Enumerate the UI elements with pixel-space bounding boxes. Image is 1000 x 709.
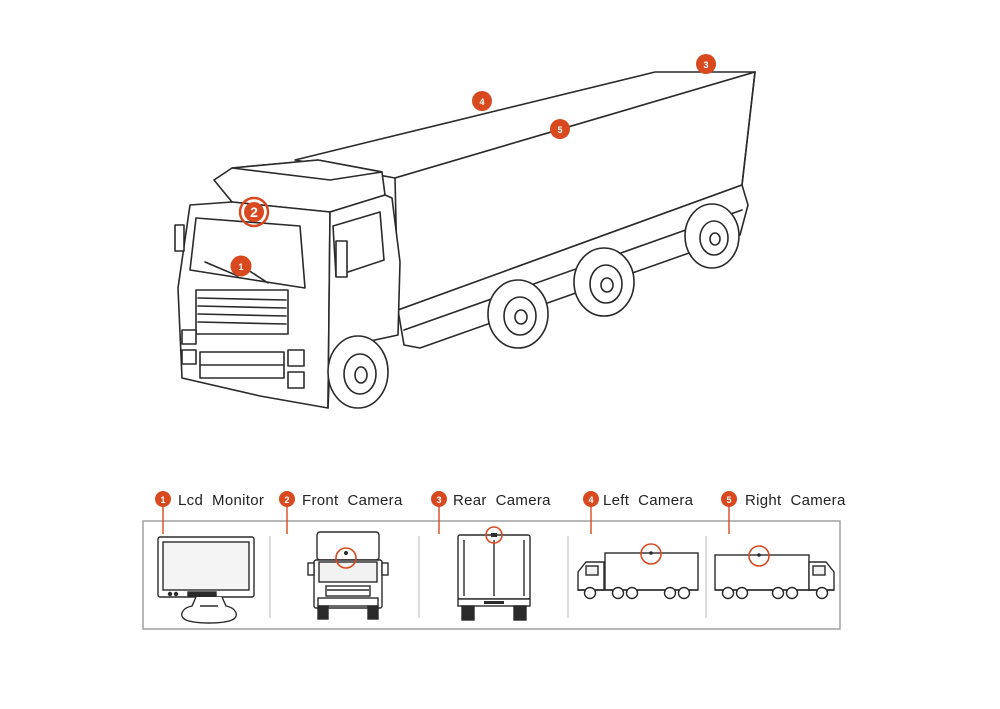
truck-left-side-icon [577,543,699,600]
chassis [397,184,749,349]
windshield [189,217,306,289]
truck-rear-icon [457,526,531,621]
marker-right-camera: 5 [550,119,570,139]
marker-front-camera: 2 [238,196,270,228]
svg-text:Left Camera: Left Camera [603,492,694,509]
rear-wheel-3 [684,203,740,269]
svg-text:1: 1 [238,262,243,272]
truck-right-side-icon [714,545,835,600]
rear-wheel-1 [487,279,549,349]
rear-wheel-2 [573,247,635,317]
left-mirror [174,224,185,252]
svg-text:Front Camera: Front Camera [302,492,403,509]
legend-item-right-camera: 5 Right Camera [721,491,846,534]
truck-illustration [174,71,756,409]
truck-front-icon [307,531,389,620]
svg-text:3: 3 [703,60,708,70]
legend-item-lcd-monitor: 1 Lcd Monitor [155,491,264,534]
svg-text:5: 5 [726,495,731,505]
legend-item-front-camera: 2 Front Camera [279,491,403,534]
legend-item-left-camera: 4 Left Camera [583,491,694,534]
svg-text:Right Camera: Right Camera [745,492,846,509]
grille [195,289,289,335]
svg-text:Lcd Monitor: Lcd Monitor [178,492,264,509]
front-wheel [327,335,389,409]
marker-rear-camera: 3 [696,54,716,74]
legend: 1 Lcd Monitor 2 Front Camera 3 Rear Came… [142,491,846,630]
cab-roof-top [231,159,383,181]
svg-text:5: 5 [557,125,562,135]
svg-text:4: 4 [479,97,484,107]
legend-frame [142,520,841,630]
lcd-monitor-icon [157,536,255,624]
svg-text:3: 3 [436,495,441,505]
marker-lcd-monitor: 1 [230,255,252,277]
svg-text:2: 2 [250,204,258,220]
svg-text:4: 4 [588,495,593,505]
right-mirror [335,240,348,278]
marker-left-camera: 4 [472,91,492,111]
svg-text:2: 2 [284,495,289,505]
svg-text:1: 1 [160,495,165,505]
svg-text:Rear Camera: Rear Camera [453,492,551,509]
legend-item-rear-camera: 3 Rear Camera [431,491,551,534]
